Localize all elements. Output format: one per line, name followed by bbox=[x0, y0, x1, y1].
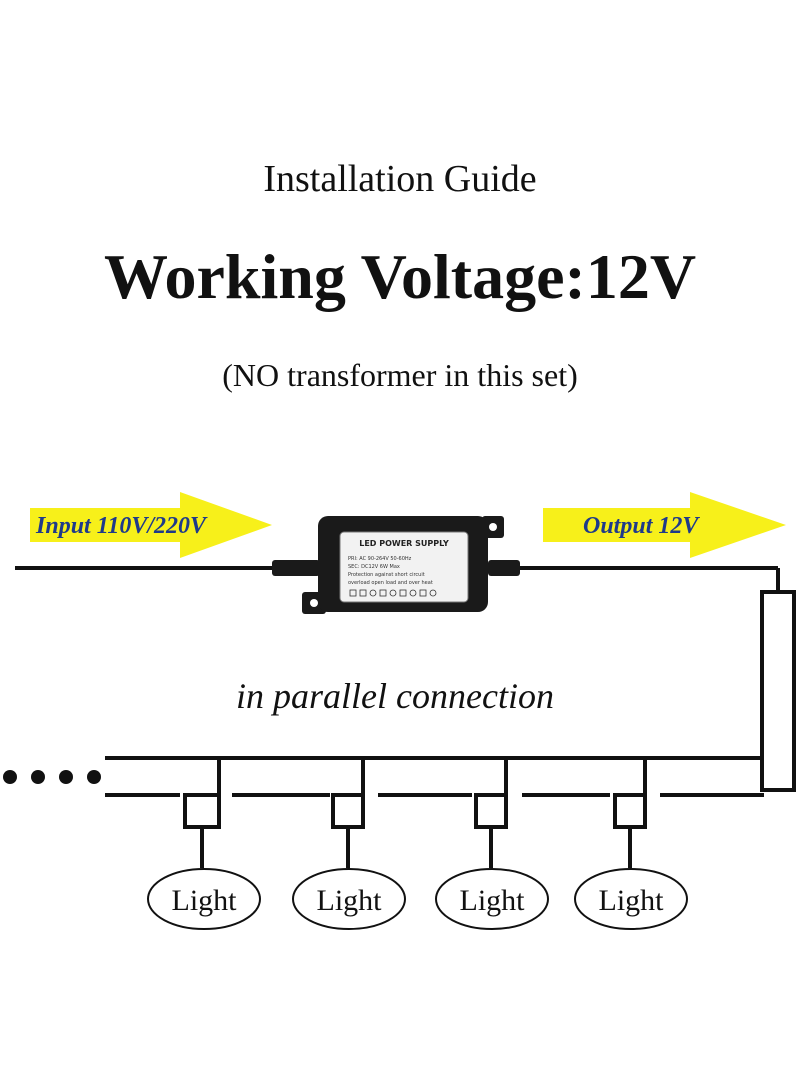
led-power-supply: LED POWER SUPPLY PRI: AC 90-264V 50-60Hz… bbox=[272, 516, 520, 614]
certification-marks-icon bbox=[349, 589, 437, 597]
continuation-dots bbox=[3, 770, 101, 784]
light-label: Light bbox=[599, 884, 665, 917]
light-tap-3 bbox=[435, 758, 549, 930]
output-arrow: Output 12V bbox=[543, 492, 786, 558]
light-label: Light bbox=[460, 884, 526, 917]
working-voltage-heading: Working Voltage:12V bbox=[103, 241, 697, 312]
input-label: Input 110V/220V bbox=[35, 513, 208, 539]
light-label: Light bbox=[172, 884, 238, 917]
output-riser bbox=[760, 568, 796, 792]
input-arrow: Input 110V/220V bbox=[30, 492, 272, 558]
connection-label: in parallel connection bbox=[236, 676, 554, 716]
psu-spec-1: PRI: AC 90-264V 50-60Hz bbox=[348, 556, 412, 562]
page-title: Installation Guide bbox=[263, 158, 537, 200]
light-tap-1 bbox=[147, 758, 261, 930]
light-tap-2 bbox=[292, 758, 406, 930]
psu-spec-4: overload open load and over heat bbox=[348, 580, 433, 586]
light-label: Light bbox=[317, 884, 383, 917]
output-label: Output 12V bbox=[583, 513, 700, 539]
transformer-note: (NO transformer in this set) bbox=[222, 357, 578, 393]
light-tap-4 bbox=[574, 758, 688, 930]
psu-spec-3: Protection against short circuit bbox=[348, 572, 425, 578]
parallel-bus bbox=[105, 756, 764, 797]
psu-spec-2: SEC: DC12V 6W Max bbox=[348, 564, 400, 570]
psu-label: LED POWER SUPPLY bbox=[359, 539, 449, 548]
